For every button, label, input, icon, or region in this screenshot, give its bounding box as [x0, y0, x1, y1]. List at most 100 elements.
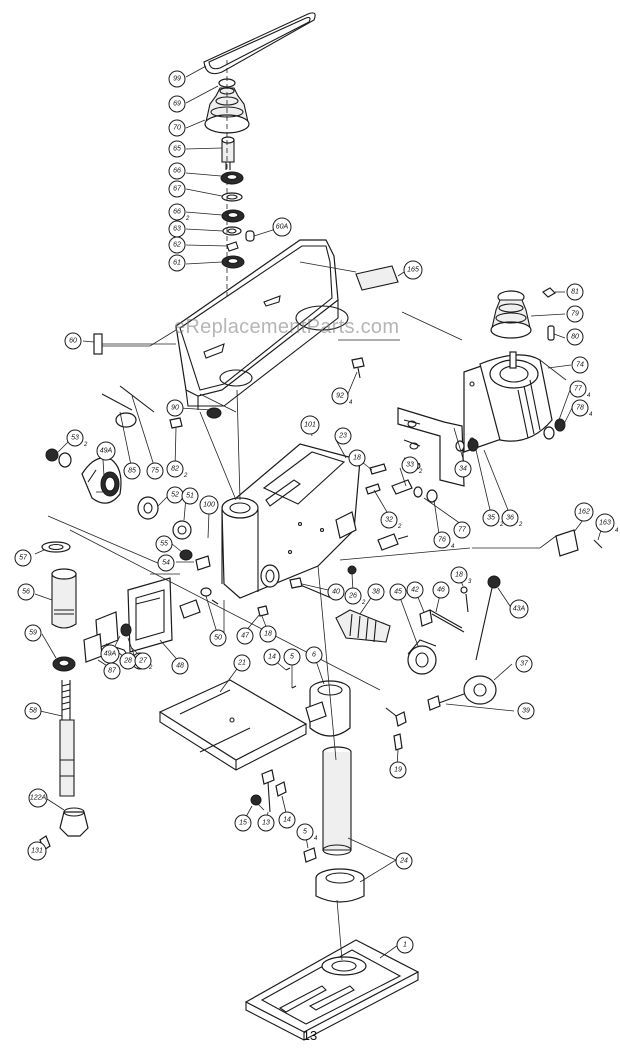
callout-part-35: 352: [482, 509, 504, 528]
callout-number: 63: [173, 226, 181, 233]
callout-circle: [123, 462, 141, 480]
callout-number: 56: [22, 589, 30, 596]
callout-circle: [296, 823, 314, 841]
callout-part-52: 52: [166, 486, 184, 504]
callout-part-18: 183: [450, 566, 472, 585]
callout-number: 27: [138, 658, 148, 665]
callout-number: 55: [160, 541, 168, 548]
callout-number: 5: [290, 654, 294, 661]
callout-circle: [263, 648, 281, 666]
callout-number: 59: [29, 630, 37, 637]
callout-part-26: 262: [344, 587, 366, 606]
callout-circle: [501, 509, 519, 527]
washer-90-part: [206, 407, 222, 419]
callout-circle: [24, 702, 42, 720]
callout-number: 35: [487, 515, 495, 522]
callout-number: 65: [173, 146, 181, 153]
callout-number: 76: [438, 537, 446, 544]
page-number: 13: [302, 1028, 318, 1043]
callout-circle: [168, 203, 186, 221]
callout-number: 24: [399, 858, 408, 865]
callout-circle: [571, 356, 589, 374]
column-part: [315, 746, 365, 903]
callout-part-1: 1: [396, 936, 414, 954]
callout-circle: [234, 814, 252, 832]
callout-part-85: 85: [123, 462, 141, 480]
callout-circle: [403, 260, 423, 280]
callout-circle: [168, 95, 186, 113]
callout-part-39: 39: [517, 702, 535, 720]
callout-part-23: 23: [334, 427, 352, 445]
callout-part-131: 131: [27, 841, 47, 861]
callout-part-45: 45: [389, 583, 407, 601]
table-lock-bolts: [250, 769, 317, 863]
callout-number: 40: [332, 589, 340, 596]
callout-part-65: 65: [168, 140, 186, 158]
callout-part-57: 57: [14, 549, 32, 567]
callout-circle: [566, 305, 584, 323]
callout-circle: [168, 236, 186, 254]
callout-part-18: 18: [348, 449, 366, 467]
callout-part-54: 54: [157, 554, 175, 572]
callout-number: 80: [571, 334, 579, 341]
motor-bracket-part: [397, 407, 465, 487]
callout-part-53: 532: [66, 429, 88, 448]
callout-part-90: 90: [166, 399, 184, 417]
callout-number: 101: [304, 422, 316, 429]
callout-circle: [168, 180, 186, 198]
callout-circle: [305, 646, 323, 664]
callout-part-78: 784: [571, 399, 593, 418]
callout-part-13: 13: [257, 814, 275, 832]
callout-circle: [283, 648, 301, 666]
table-bracket-part: [305, 680, 407, 751]
callout-circle: [209, 629, 227, 647]
callout-circle: [389, 761, 407, 779]
callout-quantity: 2: [361, 600, 366, 606]
callout-number: 163: [599, 520, 611, 527]
callout-circle: [199, 495, 219, 515]
callout-number: 15: [239, 820, 247, 827]
callout-part-50: 50: [209, 629, 227, 647]
callout-number: 77: [458, 527, 467, 534]
callout-number: 33: [406, 462, 414, 469]
callout-circle: [168, 140, 186, 158]
callout-part-37: 37: [515, 655, 533, 673]
callout-number: 165: [407, 267, 419, 274]
callout-number: 14: [268, 654, 276, 661]
callout-number: 13: [262, 820, 270, 827]
watermark-text: eReplacementParts.com: [174, 316, 400, 338]
callout-circle: [389, 583, 407, 601]
callout-number: 66: [173, 168, 181, 175]
screw-92-part: [351, 357, 365, 379]
callout-part-21: 21: [233, 654, 251, 672]
callout-part-58: 58: [24, 702, 42, 720]
callout-number: 34: [459, 466, 467, 473]
callout-part-56: 56: [17, 583, 35, 601]
callout-quantity: 2: [183, 473, 188, 479]
callout-number: 66: [173, 209, 181, 216]
belt-guard-part: [175, 239, 349, 410]
callout-part-18: 18: [259, 625, 277, 643]
callout-number: 51: [186, 493, 194, 500]
callout-circle: [66, 429, 84, 447]
callout-part-15: 15: [234, 814, 252, 832]
callout-number: 28: [123, 658, 132, 665]
clip-47-part: [211, 599, 269, 617]
callout-part-75: 75: [146, 462, 164, 480]
callout-number: 5: [303, 829, 307, 836]
callout-circle: [28, 788, 48, 808]
callout-number: 19: [394, 767, 402, 774]
callout-part-165: 165: [403, 260, 423, 280]
callout-circle: [395, 852, 413, 870]
callout-part-43a: 43A: [509, 599, 529, 619]
callout-circle: [566, 283, 584, 301]
callout-number: 60: [69, 338, 77, 345]
pulley-sleeve-stack: [220, 136, 245, 269]
callout-number: 38: [372, 589, 380, 596]
callout-part-79: 79: [566, 305, 584, 323]
callout-part-100: 100: [199, 495, 219, 515]
callout-quantity: 4: [349, 400, 353, 406]
callout-number: 162: [578, 509, 590, 516]
